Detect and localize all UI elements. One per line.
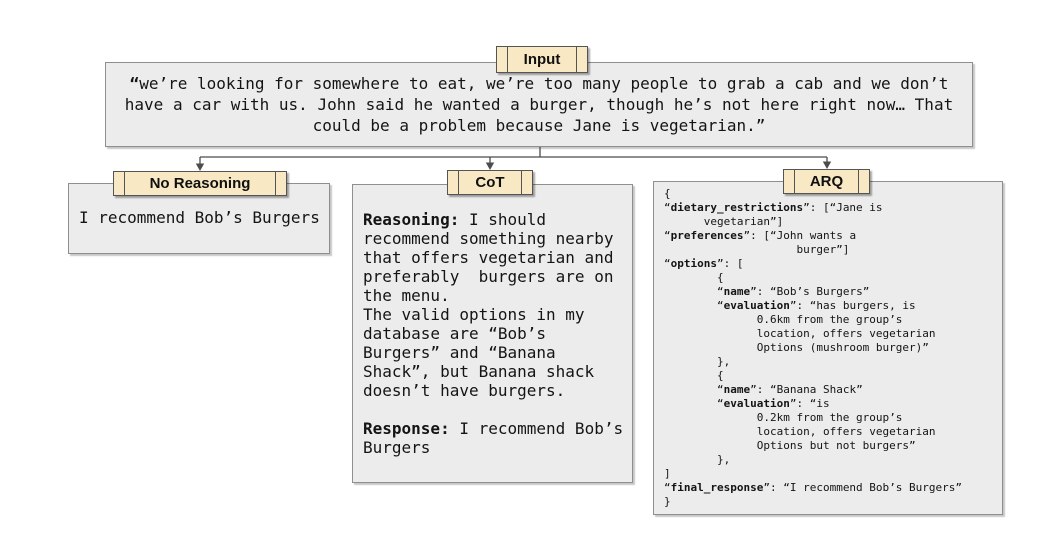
text-line: “evaluation”: “has burgers, is: [664, 299, 916, 312]
input-box: “we’re looking for somewhere to eat, we’…: [105, 62, 973, 147]
text-line: preferably burgers are on: [363, 267, 614, 286]
text-line: “preferences”: [“John wants a: [664, 229, 857, 242]
no-reasoning-label-text: No Reasoning: [149, 175, 251, 192]
text-line: {: [664, 271, 724, 284]
text-line: 0.6km from the group’s: [664, 313, 903, 326]
text-line: “final_response”: “I recommend Bob’s Bur…: [664, 481, 963, 494]
text-line: “evaluation”: “is: [664, 397, 830, 410]
text-line: Burgers” and “Banana: [363, 343, 556, 362]
text-line: burger”]: [664, 243, 850, 256]
text-line: “name”: “Bob’s Burgers”: [664, 285, 870, 298]
text-line: database are “Bob’s: [363, 324, 547, 343]
text-line: could be a problem because Jane is veget…: [312, 116, 766, 135]
input-text: “we’re looking for somewhere to eat, we’…: [106, 73, 972, 136]
text-line: Burgers: [363, 438, 431, 457]
text-line: “we’re looking for somewhere to eat, we’…: [129, 74, 949, 93]
text-line: location, offers vegetarian: [664, 327, 936, 340]
text-line: The valid options in my: [363, 305, 585, 324]
text-line: vegetarian”]: [664, 215, 784, 228]
cot-label: CoT: [447, 170, 533, 195]
arq-box: {“dietary_restrictions”: [“Jane is veget…: [653, 181, 1003, 515]
arq-label: ARQ: [783, 169, 870, 194]
text-line: }: [664, 495, 671, 508]
text-line: 0.2km from the group’s: [664, 411, 903, 424]
text-line: {: [664, 369, 724, 382]
arrowhead-arq: [822, 161, 832, 169]
text-line: recommend something nearby: [363, 229, 614, 248]
text-line: },: [664, 453, 731, 466]
text-line: Reasoning: I should: [363, 210, 547, 229]
arq-text: {“dietary_restrictions”: [“Jane is veget…: [664, 187, 962, 509]
text-line: “options”: [: [664, 257, 744, 270]
input-label: Input: [496, 46, 588, 73]
text-line: “dietary_restrictions”: [“Jane is: [664, 201, 883, 214]
text-line: Options but not burgers”: [664, 439, 916, 452]
text-line: location, offers vegetarian: [664, 425, 936, 438]
arrowhead-no-reasoning: [195, 163, 205, 171]
text-line: doesn’t have burgers.: [363, 381, 566, 400]
text-line: },: [664, 355, 731, 368]
text-line: that offers vegetarian and: [363, 248, 614, 267]
text-line: Options (mushroom burger)”: [664, 341, 929, 354]
text-line: ]: [664, 467, 671, 480]
text-line: Response: I recommend Bob’s: [363, 419, 624, 438]
no-reasoning-label: No Reasoning: [113, 171, 287, 196]
arrowhead-cot: [485, 162, 495, 170]
text-line: Shack”, but Banana shack: [363, 362, 595, 381]
no-reasoning-text: I recommend Bob’s Burgers: [79, 208, 320, 228]
input-label-text: Input: [523, 51, 561, 68]
text-line: the menu.: [363, 286, 450, 305]
arq-label-text: ARQ: [809, 173, 844, 190]
text-line: {: [664, 187, 671, 200]
text-line: “name”: “Banana Shack”: [664, 383, 863, 396]
cot-label-text: CoT: [475, 174, 505, 191]
text-line: I recommend Bob’s Burgers: [79, 208, 320, 227]
text-line: have a car with us. John said he wanted …: [124, 95, 954, 114]
